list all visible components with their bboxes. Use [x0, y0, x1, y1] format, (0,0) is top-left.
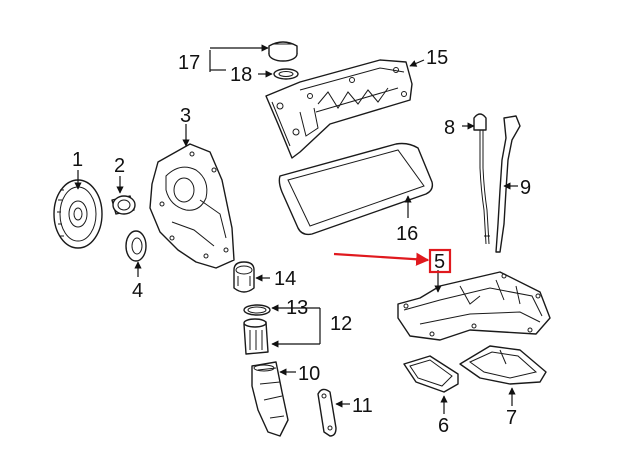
part-13-o-ring	[243, 304, 271, 316]
part-6-baffle	[403, 355, 459, 393]
callout-10: 10	[298, 363, 320, 385]
part-10-filter-housing	[251, 361, 289, 437]
part-18-cap-seal	[273, 68, 299, 80]
part-11-gasket	[317, 388, 337, 437]
callout-2: 2	[114, 155, 125, 177]
highlight-arrow	[333, 252, 430, 266]
callout-7: 7	[506, 407, 517, 429]
callout-9: 9	[520, 177, 531, 199]
part-15-valve-cover	[265, 59, 413, 159]
callout-18: 18	[230, 64, 252, 86]
callout-17: 17	[178, 52, 200, 74]
callout-1: 1	[72, 149, 83, 171]
callout-8: 8	[444, 117, 455, 139]
part-12-filter-element	[243, 318, 269, 355]
part-7-lower-pan	[459, 345, 547, 385]
callout-5: 5	[434, 251, 445, 273]
part-16-gasket	[278, 142, 434, 236]
callout-16: 16	[396, 223, 418, 245]
callout-14: 14	[274, 268, 296, 290]
part-4-seal-ring	[125, 230, 147, 262]
part-2-seal	[111, 195, 136, 215]
callout-3: 3	[180, 105, 191, 127]
part-17-oil-cap	[268, 41, 298, 62]
highlight-box	[428, 248, 452, 274]
part-8-dipstick	[473, 113, 490, 245]
callout-12: 12	[330, 313, 352, 335]
part-5-oil-pan	[397, 271, 551, 341]
callout-6: 6	[438, 415, 449, 437]
part-14-filter-cap	[233, 261, 255, 293]
callout-15: 15	[426, 47, 448, 69]
callout-11: 11	[352, 395, 373, 417]
part-9-dipstick-tube	[495, 115, 521, 253]
callout-13: 13	[286, 297, 308, 319]
part-1-pulley	[53, 179, 103, 249]
callout-4: 4	[132, 280, 143, 302]
part-3-timing-cover	[149, 143, 235, 269]
